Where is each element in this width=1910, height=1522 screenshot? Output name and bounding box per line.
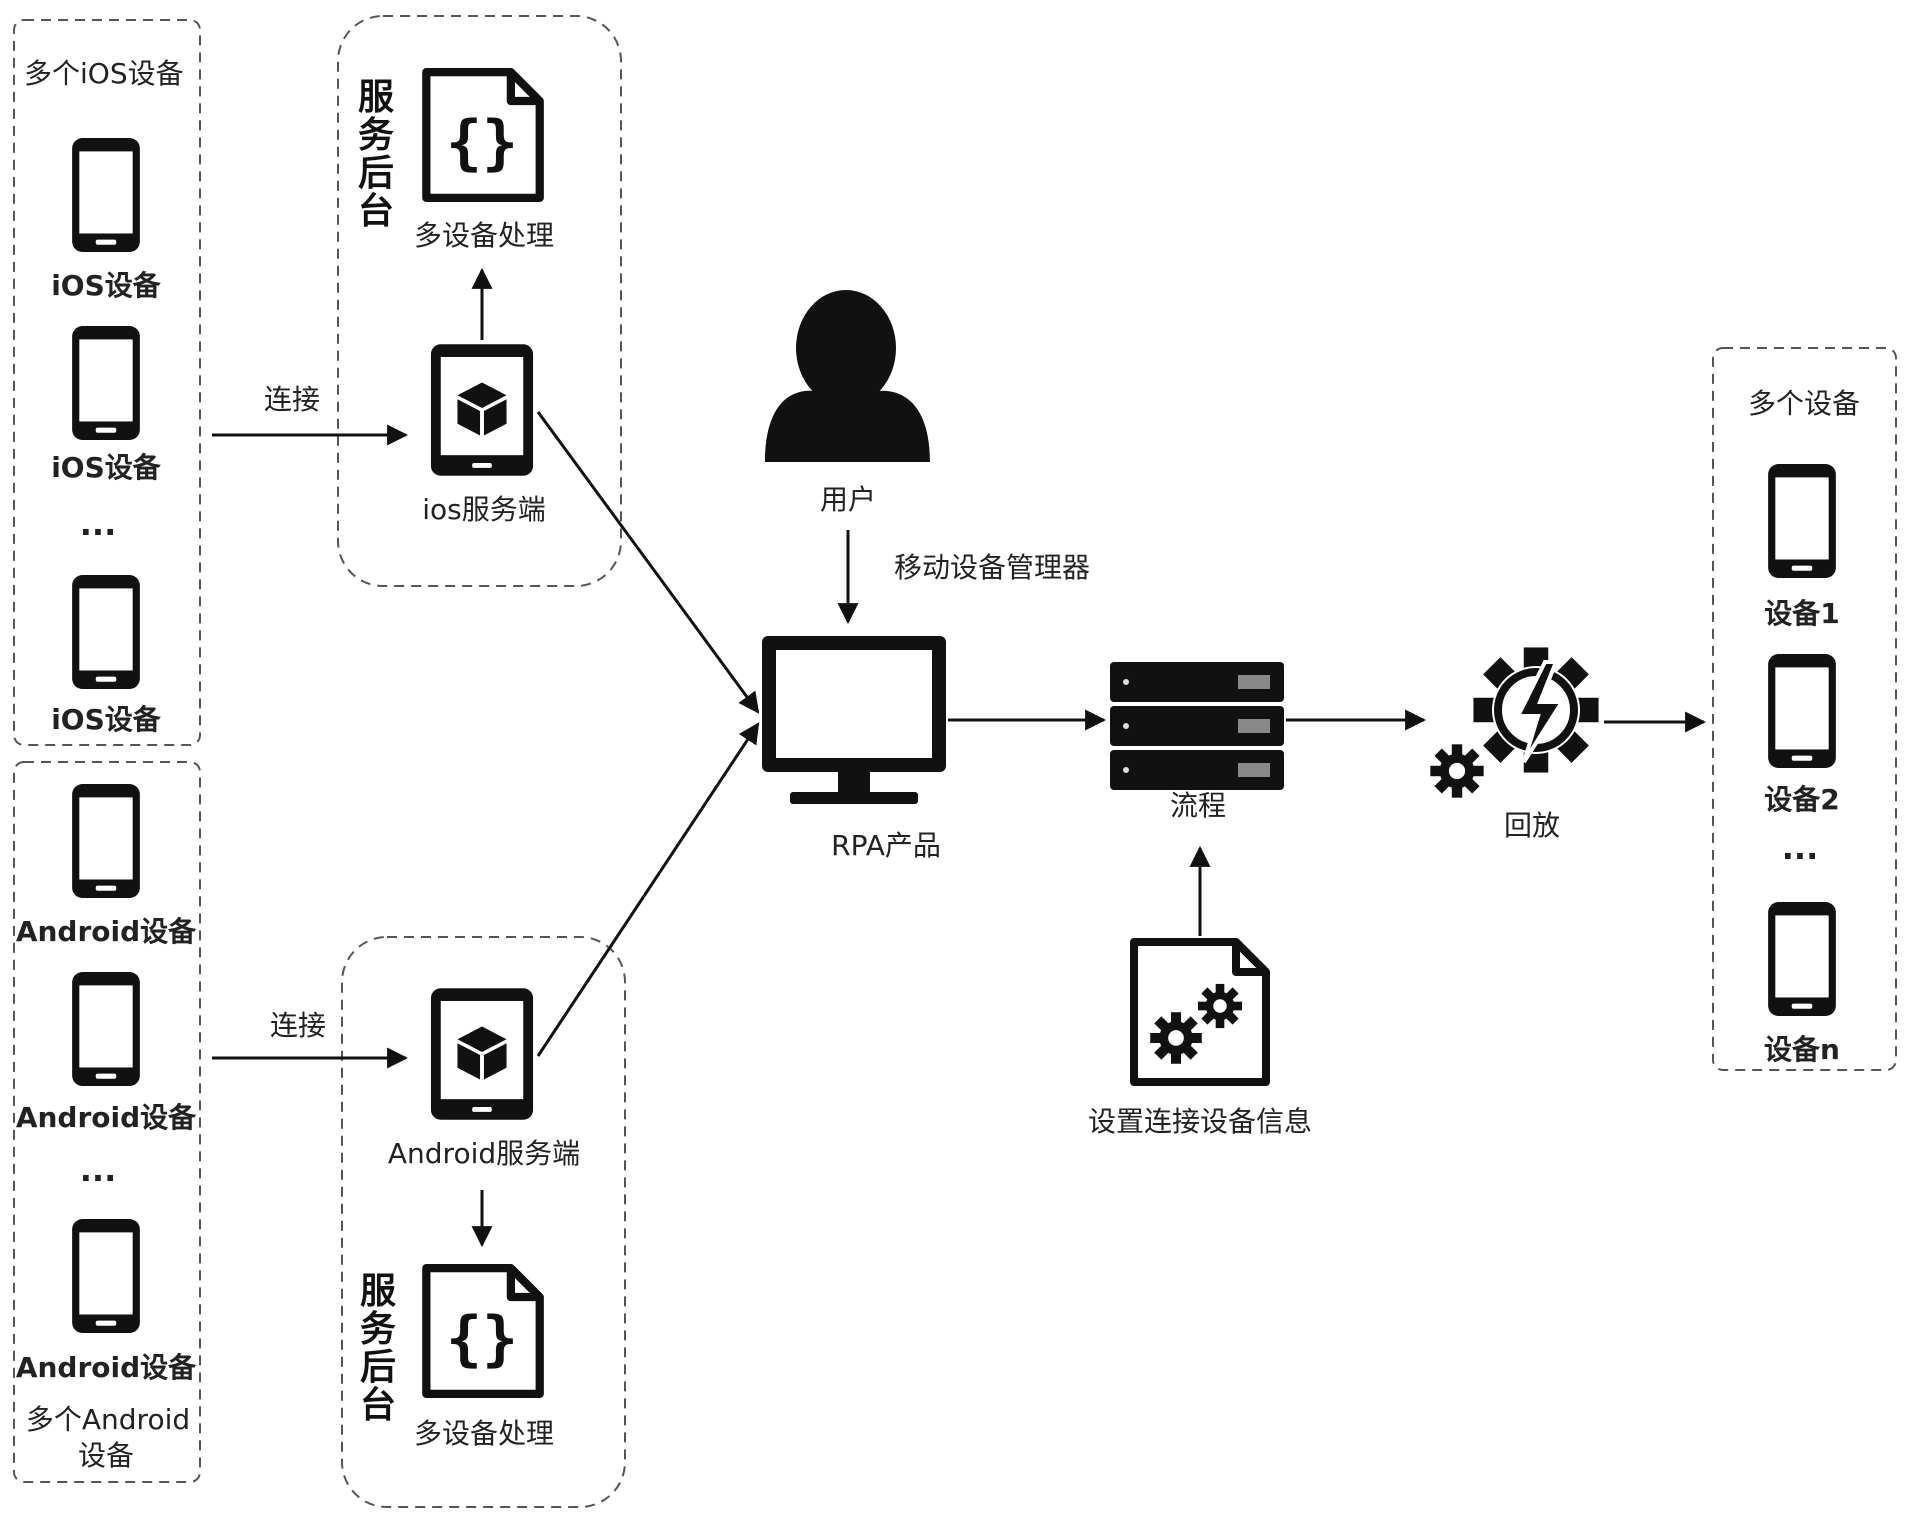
ios-server-tablet-icon [430,344,534,476]
user-label: 用户 [819,483,877,516]
ios-processing-label: 多设备处理 [413,219,555,252]
ios-device-label-3: iOS设备 [51,703,161,736]
ios-ellipsis: ... [79,505,117,543]
android-phone-icon-2 [72,972,140,1086]
device-label-1: 设备1 [1764,597,1840,630]
android-server-label: Android服务端 [387,1137,581,1170]
ios-server-box [337,15,622,587]
devices-group-box [1712,347,1897,1071]
android-phone-icon-1 [72,784,140,898]
rpa-label: RPA产品 [831,829,941,862]
devices-group-title: 多个设备 [1747,387,1861,420]
device-label-3: 设备n [1764,1033,1840,1066]
ios-device-label-1: iOS设备 [51,269,161,302]
connectors [212,267,1707,1248]
android-server-box [341,936,626,1508]
android-group-title-line2: 设备 [77,1439,135,1472]
ios-phone-icon-2 [72,326,140,440]
device-label-2: 设备2 [1764,783,1840,816]
ios-device-label-2: iOS设备 [51,451,161,484]
settings-label: 设置连接设备信息 [1087,1105,1313,1138]
device-phone-icon-2 [1768,654,1836,768]
android-device-label-1: Android设备 [15,915,197,948]
playback-label: 回放 [1503,809,1561,842]
android-device-label-2: Android设备 [15,1101,197,1134]
settings-file-icon [1130,938,1270,1086]
ios-to-rpa-arrow [536,411,760,714]
mobile-device-manager-label: 移动设备管理器 [894,551,1091,584]
device-phone-icon-1 [1768,464,1836,578]
device-phone-icon-3 [1768,902,1836,1016]
android-connect-label: 连接 [270,1009,327,1042]
playback-gear-icon [1430,647,1599,798]
android-ellipsis: ... [79,1151,117,1189]
android-group-box [13,761,201,1483]
ios-group-box [13,19,201,746]
android-device-label-3: Android设备 [15,1351,197,1384]
flow-label: 流程 [1169,789,1227,822]
android-group-title-line1: 多个Android [25,1403,191,1436]
ios-backend-label: 服务后台 [357,76,394,232]
ios-group-title: 多个iOS设备 [24,57,184,90]
android-server-tablet-icon [430,988,534,1120]
ios-server-label: ios服务端 [422,493,546,526]
devices-ellipsis: ... [1781,829,1819,867]
ios-backend-code-icon [426,72,539,198]
android-to-rpa-arrow [536,722,760,1057]
android-phone-icon-3 [72,1219,140,1333]
android-backend-code-icon [426,1268,539,1394]
flow-server-icon [1110,662,1284,790]
ios-phone-icon-1 [72,138,140,252]
user-icon [765,290,930,462]
android-backend-label: 服务后台 [359,1270,396,1426]
android-processing-label: 多设备处理 [413,1417,555,1450]
ios-phone-icon-3 [72,575,140,689]
rpa-monitor-icon [762,636,946,804]
ios-connect-label: 连接 [264,383,321,416]
